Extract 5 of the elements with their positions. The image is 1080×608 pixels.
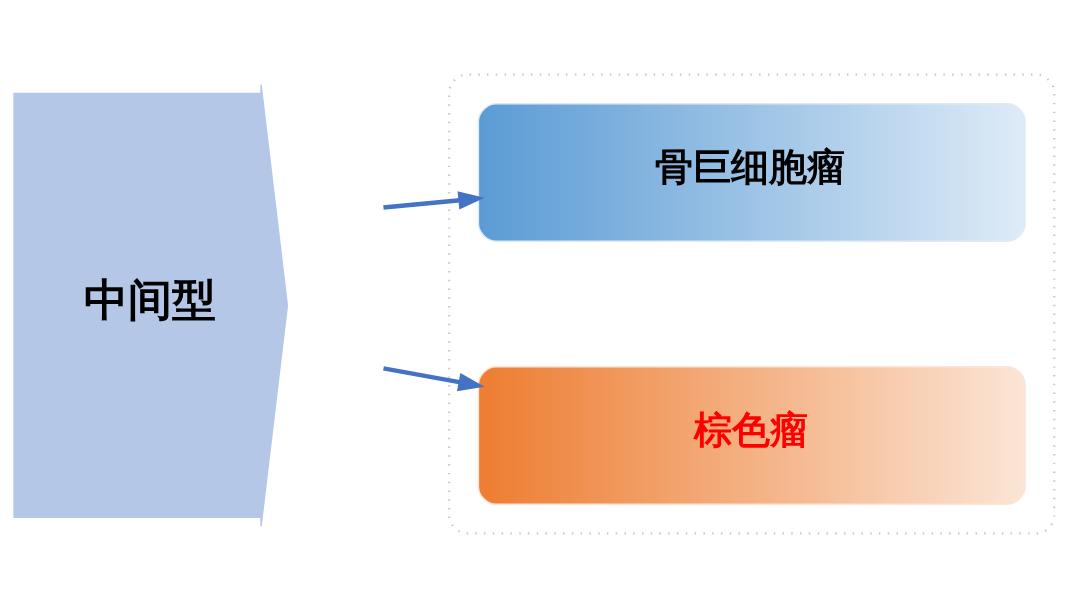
arrow (383, 191, 485, 210)
arrow (383, 366, 485, 392)
cluster (448, 73, 1056, 535)
node-box: 棕色瘤 (477, 366, 1026, 505)
node-box: 骨巨细胞瘤 (477, 103, 1026, 242)
